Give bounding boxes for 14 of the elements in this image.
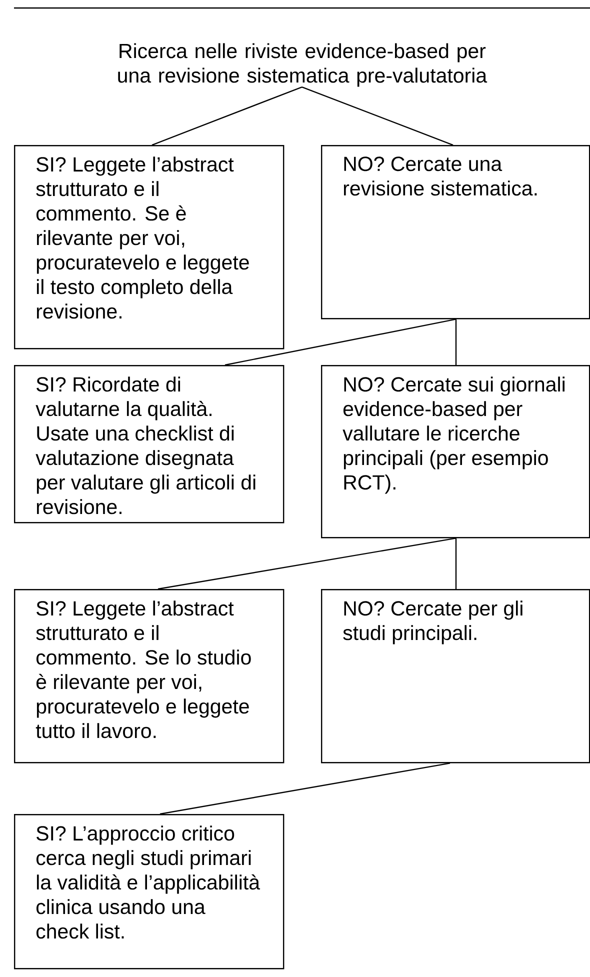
step-box: SI? Ricordate di valutarne la qualità. Usate una checklist di valutazione disegnata per valutare gli articoli di revisione. [14, 365, 284, 524]
step-box: NO? Cercate per gli studi principali. [321, 589, 590, 764]
connector-line [455, 538, 457, 589]
step-box: NO? Cercate sui giornali evidence-based per vallutare le ricerche principali (per esempio RCT). [321, 365, 590, 538]
connector-line [302, 86, 454, 146]
connector-line [160, 762, 450, 815]
connector-line [152, 86, 302, 146]
heading-text: Ricerca nelle riviste evidence-based per una revisione sistematica pre-valutatoria [118, 43, 488, 87]
connector-line [158, 538, 456, 590]
step-box: NO? Cercate una revisione sistematica. [321, 145, 590, 320]
step-box: SI? Leggete l’abstract strutturato e il commento. Se è rilevante per voi, procuratevelo e leggete il testo completo della revisione. [14, 145, 284, 350]
connector-line [455, 319, 457, 365]
step-box: SI? Leggete l’abstract strutturato e il commento. Se lo studio è rilevante per voi, procuratevelo e leggete tutto il lavoro. [14, 589, 284, 764]
step-box: SI? L’approccio critico cerca negli studi primari la validità e l’applicabilità clinica usando una check list. [14, 814, 284, 970]
